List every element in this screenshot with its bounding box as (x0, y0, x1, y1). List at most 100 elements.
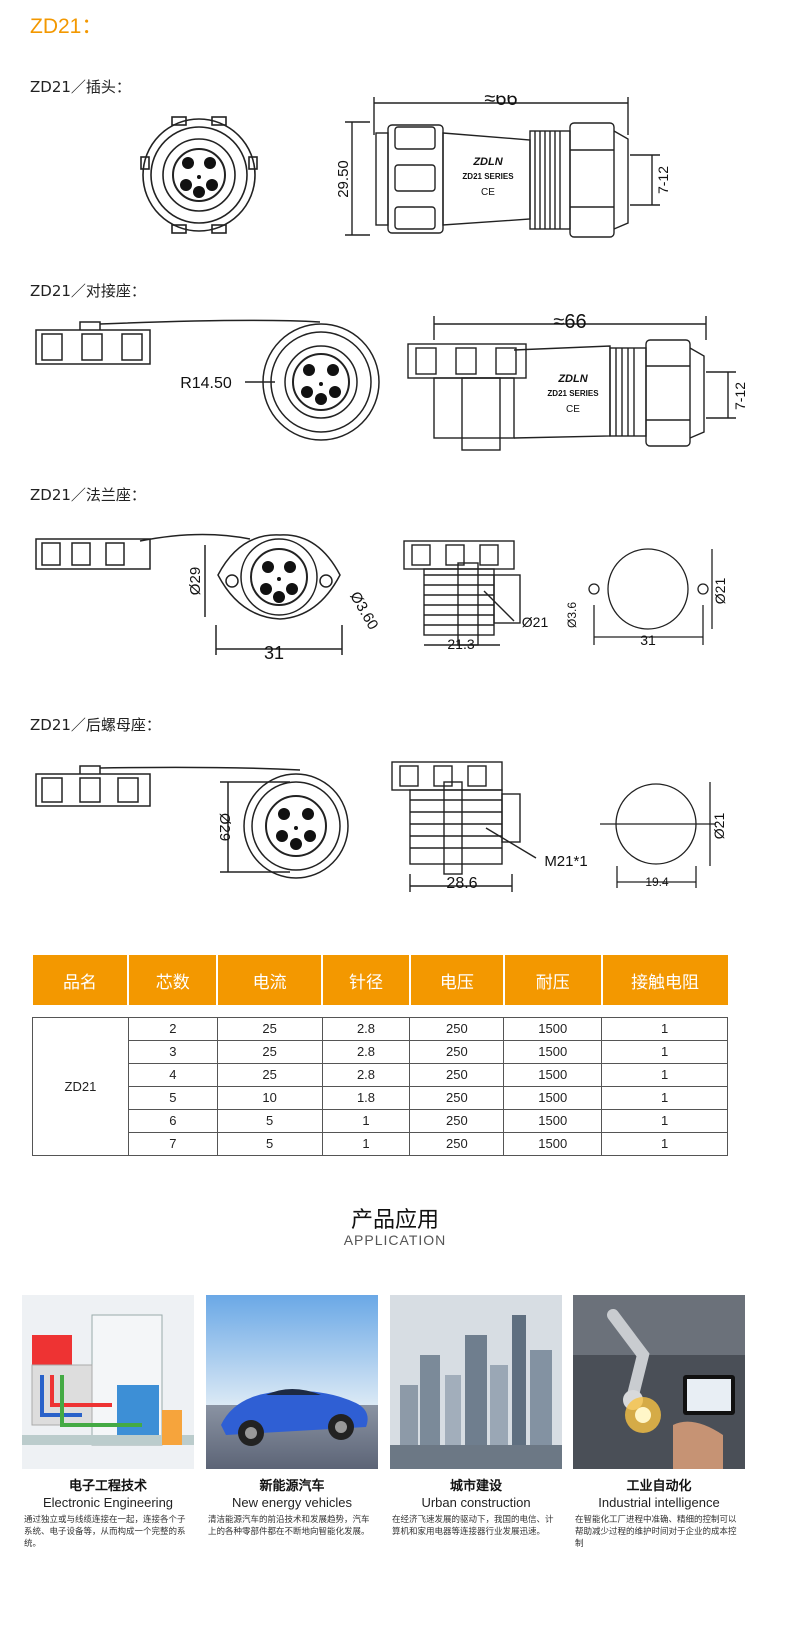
flange-inner2-label: Ø21 (712, 578, 728, 605)
table-cell: 250 (409, 1131, 505, 1156)
dock-ce-marking: CE (566, 404, 580, 415)
dock-brand-marking: ZDLN (557, 373, 588, 385)
dock-drawing: R14.50 ≈66 7-12 ZDLN ZD21 SERIES CE (35, 311, 748, 451)
table-cell: 1500 (503, 1016, 603, 1041)
app-card-industrial: 工业自动化 Industrial intelligence 在智能化工厂进程中准… (573, 1295, 745, 1550)
plug-diameter-label: 29.50 (335, 160, 352, 198)
industrial-intelligence-image (573, 1295, 745, 1469)
rear-nut-diameter-label: Ø29 (216, 813, 233, 841)
application-title: 产品应用 (350, 1208, 439, 1233)
app-card-vehicle: 新能源汽车 New energy vehicles 清洁能源汽车的前沿技术和发展… (206, 1295, 378, 1538)
app-cn-label: 工业自动化 (626, 1479, 692, 1494)
header-pin-dia: 针径 (321, 955, 410, 1005)
table-cell: 1.8 (321, 1085, 411, 1110)
rear-nut-drawing: Ø29 28.6 M21*1 19.4 Ø21 (35, 761, 727, 892)
table-cell: 10 (216, 1085, 323, 1110)
table-cell: 1 (601, 1039, 728, 1064)
dock-series-marking: ZD21 SERIES (547, 389, 599, 398)
rear-nut-width-label: 19.4 (645, 875, 669, 889)
app-desc: 在经济飞速发展的驱动下，我国的电信、计算机和家用电器等连接器行业发展迅速。 (392, 1515, 554, 1537)
app-en-label: New energy vehicles (232, 1495, 352, 1510)
table-row: 6 5 1 250 1500 1 (33, 1108, 728, 1133)
header-cores: 芯数 (127, 955, 218, 1005)
table-cell: 1500 (503, 1131, 603, 1156)
app-card-urban: 城市建设 Urban construction 在经济飞速发展的驱动下，我国的电… (390, 1295, 562, 1538)
table-cell: 2.8 (321, 1062, 411, 1087)
header-voltage: 电压 (408, 955, 504, 1005)
table-cell: 6 (127, 1108, 218, 1133)
table-cell: 25 (216, 1039, 323, 1064)
table-cell: 1500 (503, 1039, 603, 1064)
table-cell: 1 (321, 1108, 411, 1133)
table-cell: 250 (409, 1108, 505, 1133)
table-cell: 7 (127, 1131, 218, 1156)
table-cell: 250 (409, 1016, 505, 1041)
new-energy-vehicle-image (206, 1295, 378, 1469)
table-cell: 250 (409, 1039, 505, 1064)
table-row: 7 5 1 250 1500 1 (33, 1131, 728, 1156)
flange-hole2-label: Ø3.6 (565, 602, 579, 628)
app-cn-label: 电子工程技术 (68, 1479, 147, 1494)
app-cn-label: 城市建设 (449, 1479, 502, 1494)
table-cell: 1 (601, 1131, 728, 1156)
table-header-row: 品名 芯数 电流 针径 电压 耐压 接触电阻 (32, 955, 728, 1005)
page-title: ZD21： (30, 15, 103, 38)
table-cell: 250 (409, 1085, 505, 1110)
section-title-dock: ZD21／对接座： (30, 282, 146, 300)
app-en-label: Electronic Engineering (42, 1495, 174, 1510)
product-name-cell: ZD21 (32, 1016, 129, 1156)
electronic-engineering-image (22, 1295, 194, 1469)
flange-drawing: Ø29 Ø3.60 31 21.3 Ø21 Ø3.6 31 Ø21 (35, 533, 728, 663)
table-row: ZD21 2 25 2.8 250 1500 1 (32, 1016, 728, 1156)
table-cell: 2 (127, 1016, 218, 1041)
table-cell: 2.8 (321, 1039, 411, 1064)
app-desc: 通过独立或与线缆连接在一起，连接各个子系统、电子设备等，从而构成一个完整的系统。 (24, 1515, 186, 1549)
rear-nut-depth-label: 28.6 (446, 875, 477, 892)
table-cell: 3 (127, 1039, 218, 1064)
urban-construction-image (390, 1295, 562, 1469)
table-cell: 1 (601, 1108, 728, 1133)
table-cell: 25 (216, 1062, 323, 1087)
rear-nut-inner-label: Ø21 (711, 813, 727, 840)
application-subtitle: APPLICATION (343, 1232, 447, 1248)
table-cell: 1500 (503, 1085, 603, 1110)
dock-radius-label: R14.50 (180, 375, 232, 392)
section-title-rear-nut: ZD21／后螺母座： (30, 716, 161, 734)
flange-depth-label: 21.3 (447, 636, 474, 652)
header-resistance: 接触电阻 (600, 955, 728, 1005)
app-en-label: Urban construction (421, 1495, 531, 1510)
table-cell: 250 (409, 1062, 505, 1087)
flange-inner-label: Ø21 (522, 614, 549, 630)
table-cell: 1 (321, 1131, 411, 1156)
table-cell: 5 (216, 1108, 323, 1133)
flange-diameter-label: Ø29 (187, 567, 204, 595)
plug-length-label: ≈66 (484, 95, 517, 110)
app-cn-label: 新能源汽车 (259, 1479, 325, 1494)
section-title-flange: ZD21／法兰座： (30, 486, 146, 504)
app-card-electronic: 电子工程技术 Electronic Engineering 通过独立或与线缆连接… (22, 1295, 194, 1550)
table-cell: 1500 (503, 1062, 603, 1087)
plug-drawing: ≈66 29.50 7-12 ZDLN ZD21 SERIES CE (140, 95, 671, 238)
table-cell: 1 (601, 1016, 728, 1041)
flange-width2-label: 31 (640, 632, 656, 648)
dock-cable-label: 7-12 (732, 382, 748, 410)
app-en-label: Industrial intelligence (598, 1495, 720, 1510)
dock-length-label: ≈66 (553, 311, 586, 333)
table-cell: 2.8 (321, 1016, 411, 1041)
table-row: 3 25 2.8 250 1500 1 (33, 1039, 728, 1064)
table-row: 4 25 2.8 250 1500 1 (33, 1062, 728, 1087)
table-cell: 5 (216, 1131, 323, 1156)
header-withstand: 耐压 (502, 955, 602, 1005)
app-desc: 清洁能源汽车的前沿技术和发展趋势，汽车上的各种零部件都在不断地向智能化发展。 (208, 1515, 370, 1537)
table-cell: 25 (216, 1016, 323, 1041)
plug-ce-marking: CE (481, 187, 495, 198)
flange-hole-label: Ø3.60 (346, 589, 381, 633)
spec-table: 品名 芯数 电流 针径 电压 耐压 接触电阻 ZD21 2 25 2.8 250… (32, 955, 728, 1156)
table-cell: 1500 (503, 1108, 603, 1133)
rear-nut-thread-label: M21*1 (544, 853, 587, 870)
plug-cable-label: 7-12 (655, 166, 671, 194)
header-current: 电流 (216, 955, 323, 1005)
plug-brand-marking: ZDLN (472, 156, 503, 168)
header-name: 品名 (32, 955, 129, 1005)
table-cell: 1 (601, 1085, 728, 1110)
